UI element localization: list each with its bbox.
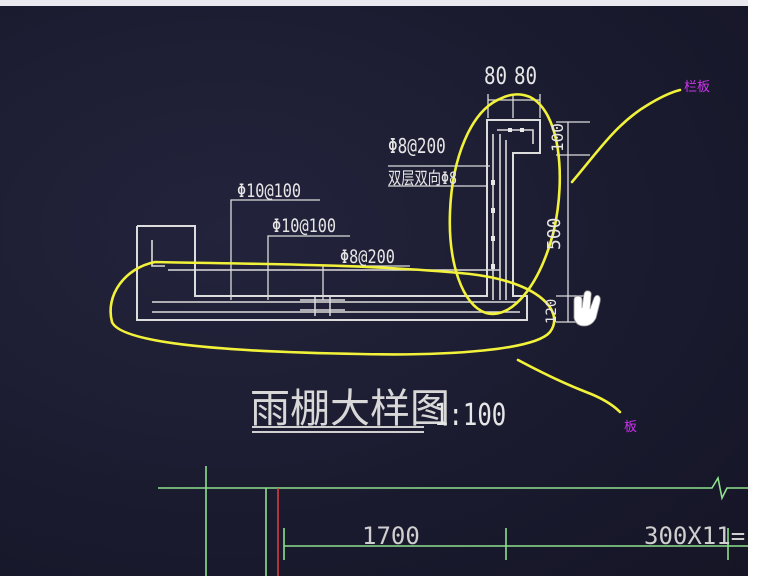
- drawing-title: 雨棚大样图: [250, 386, 450, 432]
- slab-outline: [136, 119, 541, 321]
- top-rule: [0, 0, 748, 6]
- lower-plan-lines: [158, 466, 748, 576]
- dim-100: 100: [548, 123, 567, 152]
- annotation-parapet: 栏板: [684, 80, 711, 95]
- title-underline: [252, 426, 424, 433]
- rebar-label-phi10-100-mid: Φ10@100: [272, 215, 337, 237]
- rebar-label-phi8-200-upper: Φ8@200: [388, 134, 446, 158]
- bottom-dim-1700: 1700: [362, 522, 420, 550]
- handdrawn-highlights: [109, 88, 682, 414]
- rebar-label-chinese-note: 双层双向Φ8: [388, 169, 458, 189]
- rebar-dots: [491, 128, 524, 269]
- bottom-dim-300x11: 300X11=: [644, 522, 746, 550]
- dim-80-left: 80: [484, 62, 508, 90]
- rebar-label-phi10-100-top: Φ10@100: [237, 180, 302, 202]
- dim-80-right: 80: [514, 62, 538, 90]
- dim-120: 120: [544, 298, 560, 324]
- annotation-slab: 板: [624, 420, 638, 435]
- dim-500: 500: [544, 217, 565, 250]
- hand-cursor-icon: [573, 290, 601, 327]
- drawing-scale: 1:100: [434, 398, 507, 433]
- rebar-label-phi8-200-lower: Φ8@200: [340, 246, 395, 268]
- rebar-lines: [151, 129, 534, 313]
